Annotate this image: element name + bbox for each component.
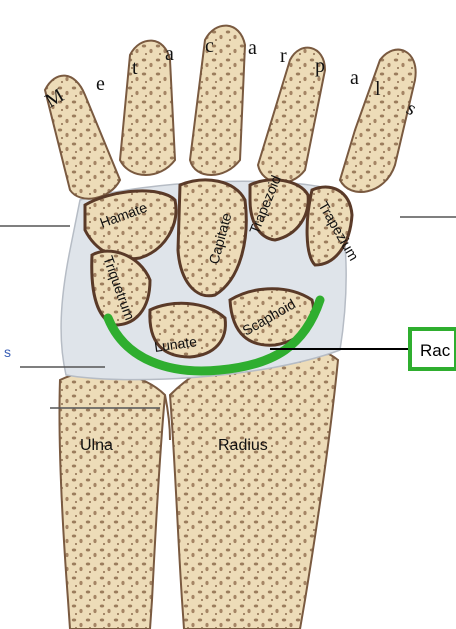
metacarpals-letter: c (205, 35, 214, 57)
metacarpals-letter: l (375, 78, 381, 100)
radius-label: Radius (218, 437, 268, 454)
metacarpal-bones (45, 26, 416, 199)
metacarpals-letter: t (132, 57, 138, 79)
ulna-label: Ulna (80, 437, 113, 454)
radius-bone (170, 345, 338, 629)
metacarpals-letter: p (315, 55, 325, 77)
metacarpals-letter: r (280, 45, 287, 67)
metacarpals-letter: a (350, 67, 359, 89)
metacarpals-letter: e (96, 73, 105, 95)
metacarpals-letter: a (165, 43, 174, 65)
left-edge-text: s (4, 344, 11, 360)
distal-radioulnar-line (165, 395, 170, 440)
callout-text: Rac (420, 341, 451, 360)
metacarpals-letter: a (248, 37, 257, 59)
ulna-bone (59, 372, 165, 629)
